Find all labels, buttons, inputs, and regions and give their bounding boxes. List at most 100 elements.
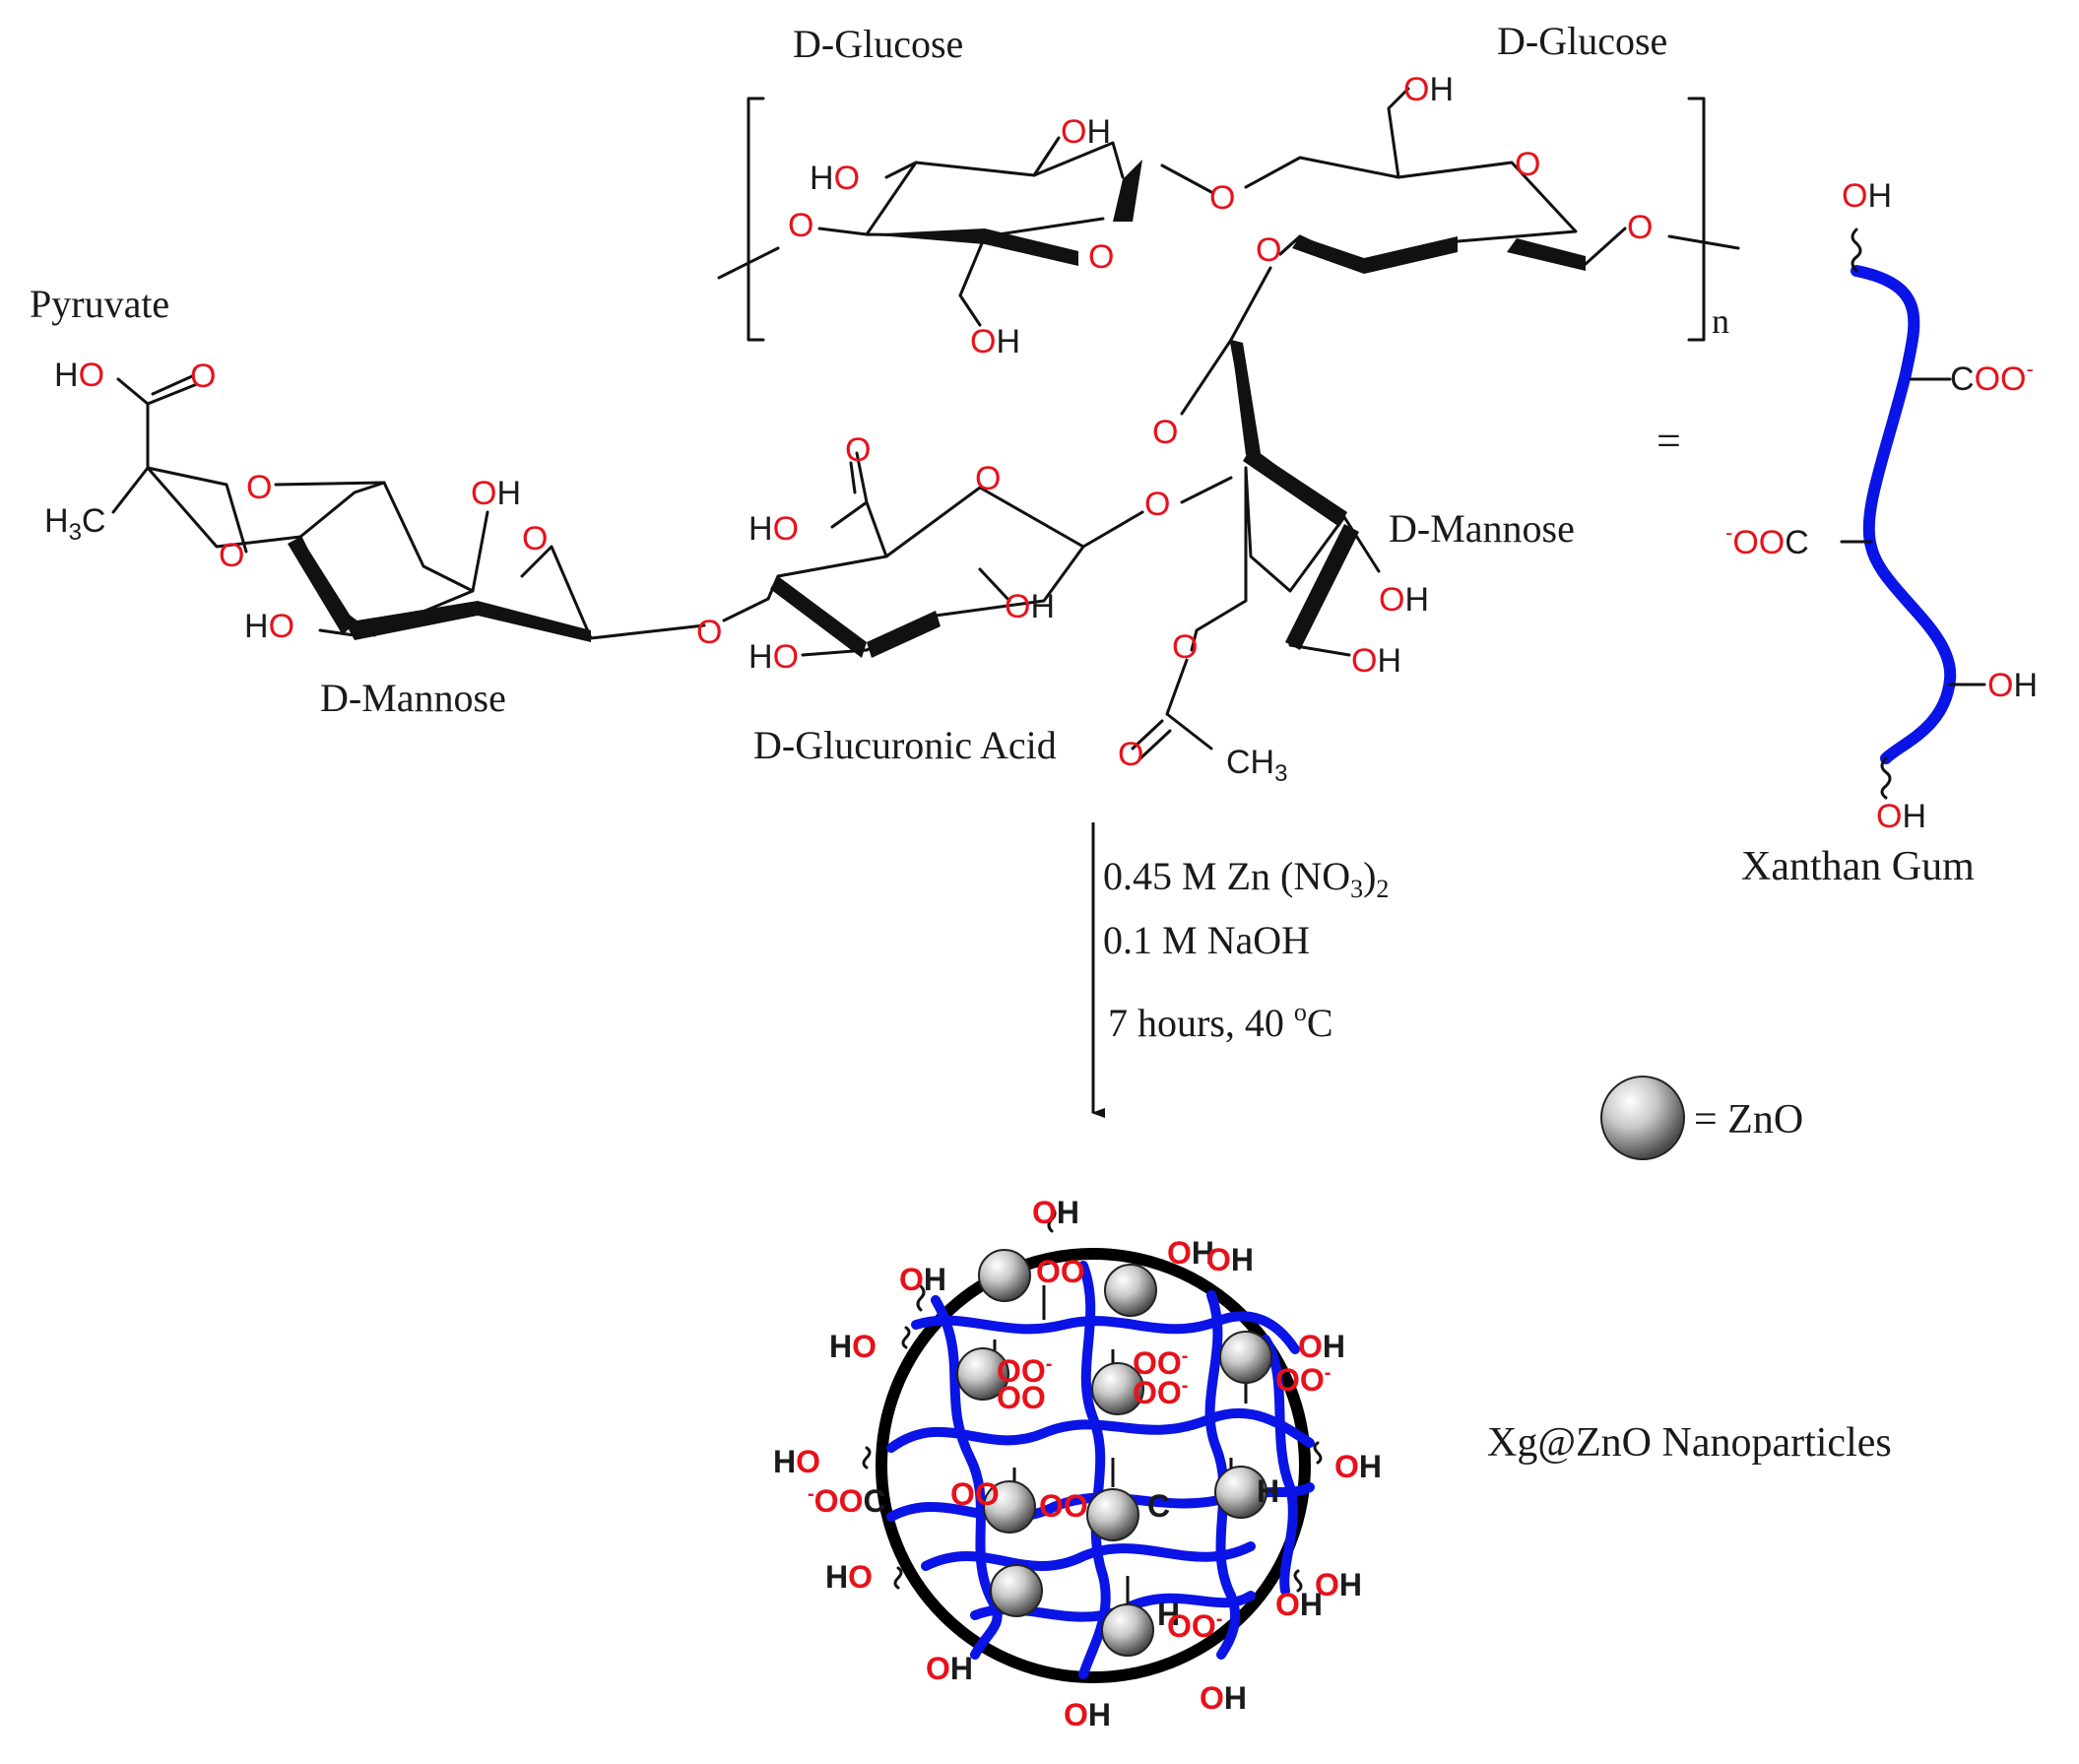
pyruvate-ho: HO xyxy=(54,357,104,394)
pyruvate-label: Pyruvate xyxy=(30,282,169,326)
mannose-right-oh-a: OH xyxy=(1379,581,1429,619)
svg-text:C: C xyxy=(1147,1488,1170,1524)
zno-sphere xyxy=(983,1480,1036,1534)
reaction-condition-3: 7 hours, 40 oC xyxy=(1108,998,1333,1045)
o-branch-glucose-2: O xyxy=(1256,231,1281,269)
svg-text:HO: HO xyxy=(829,1329,877,1364)
equals-sign: = xyxy=(1657,417,1681,465)
glucose-label-right: D-Glucose xyxy=(1497,19,1667,63)
backbone-atoms: D-Glucose D-Glucose O HO OH O OH O OH O … xyxy=(788,19,1667,360)
zno-sphere xyxy=(956,1347,1009,1401)
mannose-right-wedge-c xyxy=(1285,524,1359,650)
oh-ch2-glucose-1: OH xyxy=(970,323,1020,360)
repeat-subscript: n xyxy=(1712,301,1729,341)
side-chain-atoms: Pyruvate HO O H3C O O OH O HO D-Mannose … xyxy=(30,282,1575,787)
pyruvate-o: O xyxy=(190,358,216,395)
svg-text:H: H xyxy=(1257,1473,1279,1509)
acetyl-o-carbonyl: O xyxy=(1118,736,1143,773)
zno-sphere xyxy=(1091,1362,1144,1415)
chain-end-right xyxy=(1667,234,1740,250)
mannose-right-wedge-a xyxy=(1231,340,1261,455)
svg-text:OH: OH xyxy=(926,1651,973,1686)
glycosidic-1 xyxy=(1160,163,1213,194)
mannose-left-o-ring: O xyxy=(522,520,548,557)
acetyl-ch3: CH3 xyxy=(1226,744,1287,787)
glucose-1-wedge-a xyxy=(867,229,985,244)
glucose-1-oh3 xyxy=(884,161,918,179)
repeat-bracket-right xyxy=(1687,97,1706,342)
svg-text:OH: OH xyxy=(1200,1680,1247,1716)
mannose-left-oh: OH xyxy=(471,475,521,512)
zno-sphere xyxy=(1101,1603,1154,1657)
zno-sphere xyxy=(1086,1488,1139,1541)
xanthan-ooc: -OOC xyxy=(1725,520,1809,561)
glucose-2-o-end xyxy=(1584,227,1627,266)
polymer-mesh xyxy=(886,1261,1315,1679)
xanthan-coo: COO- xyxy=(1950,357,2034,398)
xanthan-gum-schematic: = OH COO- -OOC OH OH Xanthan Gum xyxy=(1657,177,2038,889)
mannose-right-oh-b xyxy=(1288,643,1351,657)
glucose-label-left: D-Glucose xyxy=(793,22,963,66)
mesh-strand-v2 xyxy=(1078,1261,1111,1679)
chain-end-left xyxy=(717,246,780,280)
mesh-strand-v4 xyxy=(1261,1335,1298,1596)
glucuronic-mannose-o: O xyxy=(1144,486,1170,523)
svg-text:OO: OO xyxy=(1036,1254,1085,1289)
svg-text:OH: OH xyxy=(1275,1587,1323,1622)
acetyl-bond xyxy=(1131,658,1213,760)
pyruvate-o-ring-a: O xyxy=(246,469,272,506)
mannose-left-wedge-a xyxy=(288,537,355,635)
glucuronic-o-ring: O xyxy=(975,460,1001,497)
oh-glucose-1: OH xyxy=(1061,113,1111,151)
svg-text:OH: OH xyxy=(1298,1329,1345,1364)
glucose-1-oh2 xyxy=(1032,136,1061,177)
glucose-2-wedge-c xyxy=(1507,238,1586,271)
svg-text:OH: OH xyxy=(1206,1242,1254,1277)
svg-text:OO-: OO- xyxy=(1275,1362,1331,1398)
svg-text:HO: HO xyxy=(773,1444,820,1479)
xanthan-label: Xanthan Gum xyxy=(1741,844,1975,889)
o-link-right: O xyxy=(1627,209,1653,246)
xanthan-chain xyxy=(1851,265,1957,764)
zno-sphere xyxy=(1104,1264,1157,1317)
mannose-left-wedge-b xyxy=(345,601,478,640)
pyruvate-ch3: H3C xyxy=(44,502,105,546)
mesh-strand-h4 xyxy=(921,1541,1256,1571)
mannose-right-ch2 xyxy=(1190,466,1248,652)
xg-zno-nanoparticle: OH OH OH OH OO HO OH OO- OO- OO OO- OO- … xyxy=(773,1195,1892,1732)
svg-text:H: H xyxy=(1157,1597,1180,1632)
glucose-backbone: n xyxy=(717,87,1740,342)
glucuronic-link xyxy=(1081,510,1144,549)
mannose-glucuronic-o: O xyxy=(696,614,722,651)
reaction-condition-2: 0.1 M NaOH xyxy=(1103,918,1310,962)
svg-text:OH: OH xyxy=(1334,1449,1382,1484)
svg-text:HO: HO xyxy=(825,1559,873,1595)
mannose-left-label: D-Mannose xyxy=(320,676,506,720)
glucuronic-wedge-b xyxy=(867,611,941,658)
glucose-2-o3 xyxy=(1278,234,1302,256)
glucuronic-label: D-Glucuronic Acid xyxy=(753,723,1057,767)
svg-text:OO-: OO- xyxy=(997,1353,1052,1389)
glucose-1-wedge-c xyxy=(1113,160,1142,222)
zno-legend-sphere xyxy=(1600,1076,1685,1160)
glucose-1-wedge-b xyxy=(985,229,1078,266)
xanthan-oh-bottom: OH xyxy=(1876,798,1926,835)
xanthan-oh-bottom-wavy xyxy=(1880,756,1892,800)
svg-text:OO: OO xyxy=(997,1380,1046,1415)
glucose-2-ch2oh xyxy=(1387,87,1410,179)
pyruvate-o-ring-b: O xyxy=(219,537,244,574)
svg-text:OO-: OO- xyxy=(1133,1375,1188,1410)
mannose-left-ho: HO xyxy=(244,608,294,645)
mannose-right-oh-b: OH xyxy=(1351,642,1401,680)
svg-text:OO-: OO- xyxy=(1133,1345,1188,1381)
mannose-left-link xyxy=(589,623,706,640)
glucose-2-wedge-b xyxy=(1364,236,1458,274)
mannose-left-oh-down xyxy=(318,628,357,637)
acetyl-o-ester: O xyxy=(1172,628,1198,666)
o-link-left: O xyxy=(788,207,813,244)
pyruvate-bonds xyxy=(111,377,386,554)
glucuronic-cooh xyxy=(830,451,888,558)
nanoparticle-outline xyxy=(876,1248,1311,1683)
mannose-right-oh-a xyxy=(1342,515,1381,573)
